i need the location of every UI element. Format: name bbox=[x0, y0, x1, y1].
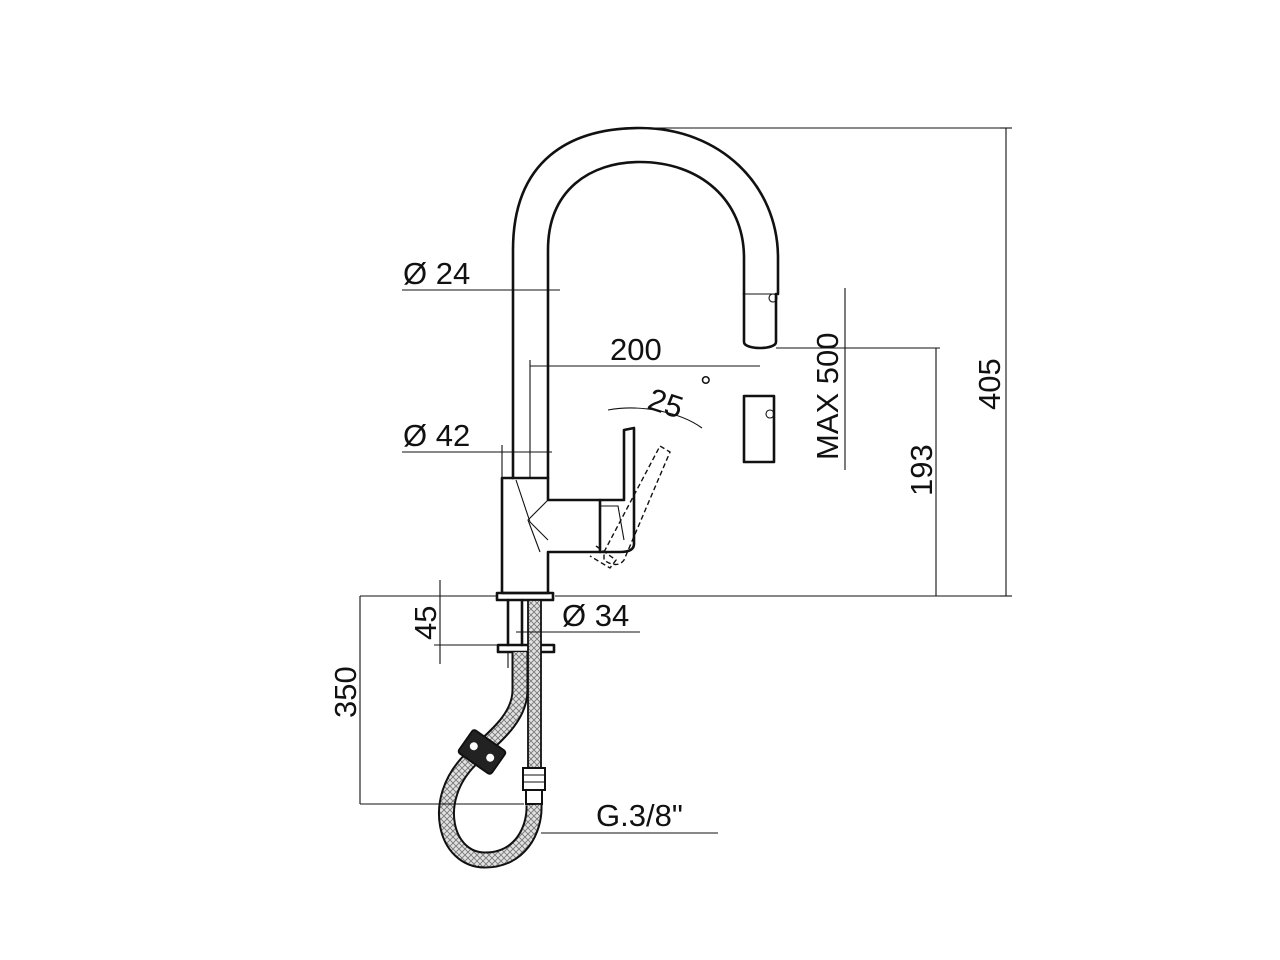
dim-shank-diameter: Ø 34 bbox=[562, 598, 629, 633]
lever-rotated-dashed bbox=[603, 445, 671, 566]
dim-spray-extension: MAX 500 bbox=[810, 332, 845, 460]
body bbox=[500, 476, 602, 595]
dim-total-height: 405 bbox=[972, 358, 1007, 410]
hose-counterweight bbox=[457, 729, 507, 775]
shank bbox=[506, 598, 524, 647]
faucet-outline bbox=[495, 126, 780, 668]
base-plate bbox=[495, 591, 555, 602]
dim-body-diameter: Ø 42 bbox=[403, 418, 470, 453]
lever-handle bbox=[598, 426, 636, 554]
dim-reach: 200 bbox=[610, 332, 662, 367]
extended-spray-head bbox=[742, 394, 776, 464]
dim-lever-angle: 25 bbox=[644, 381, 688, 425]
spout-outer-curve bbox=[511, 126, 780, 480]
supply-hoses bbox=[438, 599, 546, 869]
straight-hose bbox=[527, 599, 542, 771]
dimension-lines bbox=[359, 127, 1012, 834]
dim-connection-thread: G.3/8" bbox=[596, 798, 683, 833]
looped-hose bbox=[440, 652, 541, 867]
dim-spout-height: 193 bbox=[904, 444, 939, 496]
connector-nut bbox=[522, 767, 546, 791]
dim-hose-length: 350 bbox=[328, 666, 363, 718]
dim-degree-mark: ° bbox=[700, 371, 712, 403]
dim-pipe-diameter: Ø 24 bbox=[403, 256, 470, 291]
spout-inner-curve bbox=[546, 160, 746, 480]
dim-base-thickness: 45 bbox=[408, 606, 443, 640]
spray-head bbox=[742, 292, 778, 350]
